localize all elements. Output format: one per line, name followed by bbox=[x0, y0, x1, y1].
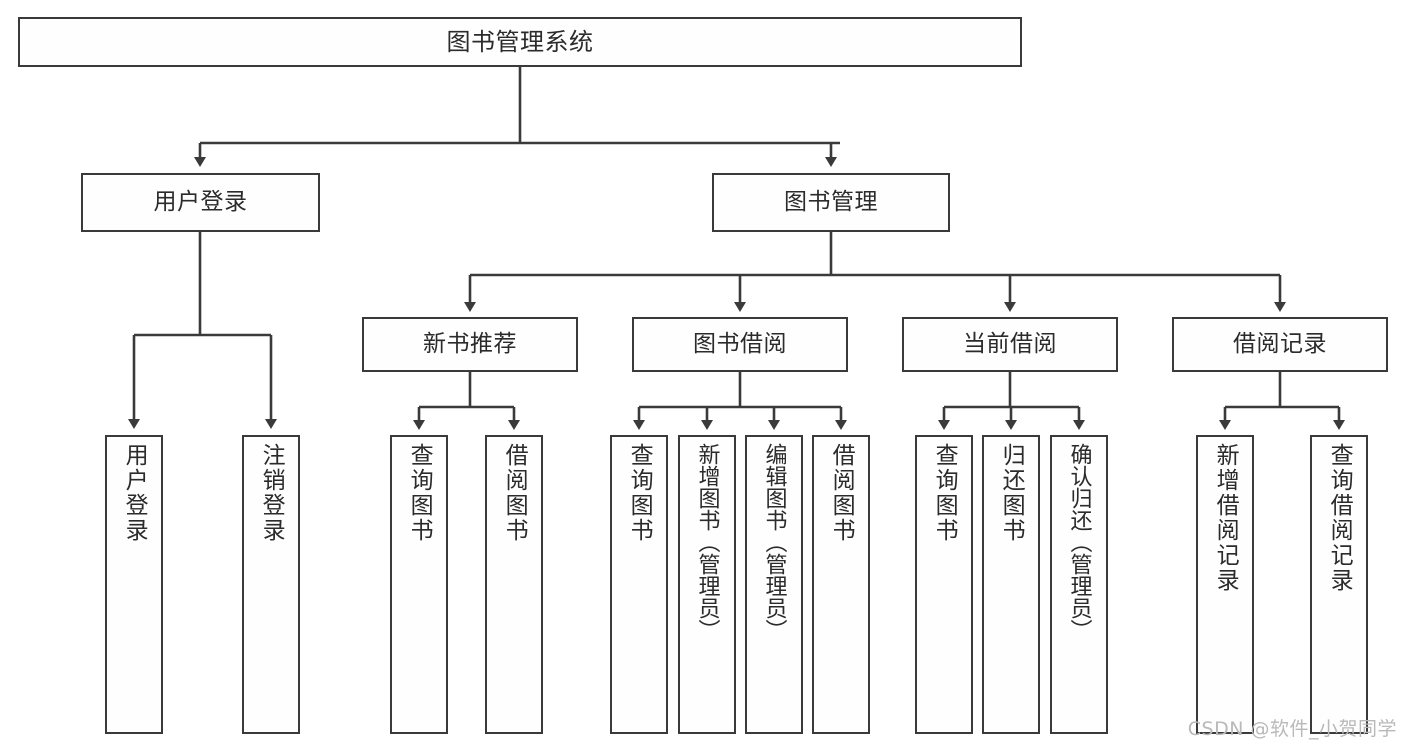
node-leaf-query-record[interactable]: 查询借阅记录 bbox=[1310, 435, 1368, 734]
node-leaf-query-book-3[interactable]: 查询图书 bbox=[915, 435, 973, 734]
node-leaf-return-book[interactable]: 归还图书 bbox=[982, 435, 1040, 734]
node-leaf-confirm-return[interactable]: 确认归还（管理员） bbox=[1050, 435, 1108, 734]
node-borrow-record-label: 借阅记录 bbox=[1233, 330, 1327, 357]
node-leaf-add-book-admin[interactable]: 新增图书（管理员） bbox=[678, 435, 736, 734]
node-leaf-query-book-1-label: 查询图书 bbox=[406, 443, 433, 543]
node-book-management-label: 图书管理 bbox=[784, 188, 878, 215]
node-leaf-query-book-2[interactable]: 查询图书 bbox=[610, 435, 668, 734]
node-book-borrow-label: 图书借阅 bbox=[693, 330, 787, 357]
node-leaf-borrow-book-1-label: 借阅图书 bbox=[501, 443, 528, 543]
node-leaf-confirm-return-label: 确认归还（管理员） bbox=[1066, 443, 1092, 641]
node-new-book-recommend-label: 新书推荐 bbox=[423, 330, 517, 357]
node-leaf-user-login[interactable]: 用户登录 bbox=[105, 435, 163, 734]
node-borrow-record[interactable]: 借阅记录 bbox=[1172, 317, 1388, 372]
node-root-label: 图书管理系统 bbox=[446, 27, 594, 56]
node-leaf-borrow-book-2[interactable]: 借阅图书 bbox=[812, 435, 870, 734]
node-leaf-add-record-label: 新增借阅记录 bbox=[1212, 443, 1239, 593]
node-current-borrow-label: 当前借阅 bbox=[963, 330, 1057, 357]
node-leaf-edit-book-admin-label: 编辑图书（管理员） bbox=[761, 443, 787, 641]
node-leaf-query-book-1[interactable]: 查询图书 bbox=[390, 435, 448, 734]
node-book-borrow[interactable]: 图书借阅 bbox=[632, 317, 848, 372]
node-leaf-edit-book-admin[interactable]: 编辑图书（管理员） bbox=[745, 435, 803, 734]
node-leaf-logout[interactable]: 注销登录 bbox=[242, 435, 300, 734]
node-leaf-add-record[interactable]: 新增借阅记录 bbox=[1196, 435, 1254, 734]
node-leaf-return-book-label: 归还图书 bbox=[998, 443, 1025, 543]
node-root[interactable]: 图书管理系统 bbox=[18, 17, 1022, 67]
node-user-login-label: 用户登录 bbox=[153, 188, 248, 215]
node-leaf-add-book-admin-label: 新增图书（管理员） bbox=[694, 443, 720, 641]
node-leaf-borrow-book-1[interactable]: 借阅图书 bbox=[485, 435, 543, 734]
node-new-book-recommend[interactable]: 新书推荐 bbox=[362, 317, 578, 372]
node-current-borrow[interactable]: 当前借阅 bbox=[902, 317, 1118, 372]
node-book-management[interactable]: 图书管理 bbox=[712, 173, 950, 232]
node-user-login[interactable]: 用户登录 bbox=[81, 173, 320, 232]
node-leaf-query-book-2-label: 查询图书 bbox=[626, 443, 653, 543]
node-leaf-user-login-label: 用户登录 bbox=[121, 443, 148, 543]
node-leaf-borrow-book-2-label: 借阅图书 bbox=[828, 443, 855, 543]
watermark-text: CSDN @软件_小贺同学 bbox=[1187, 718, 1397, 740]
node-leaf-query-book-3-label: 查询图书 bbox=[931, 443, 958, 543]
node-leaf-logout-label: 注销登录 bbox=[258, 443, 285, 543]
node-leaf-query-record-label: 查询借阅记录 bbox=[1326, 443, 1353, 593]
